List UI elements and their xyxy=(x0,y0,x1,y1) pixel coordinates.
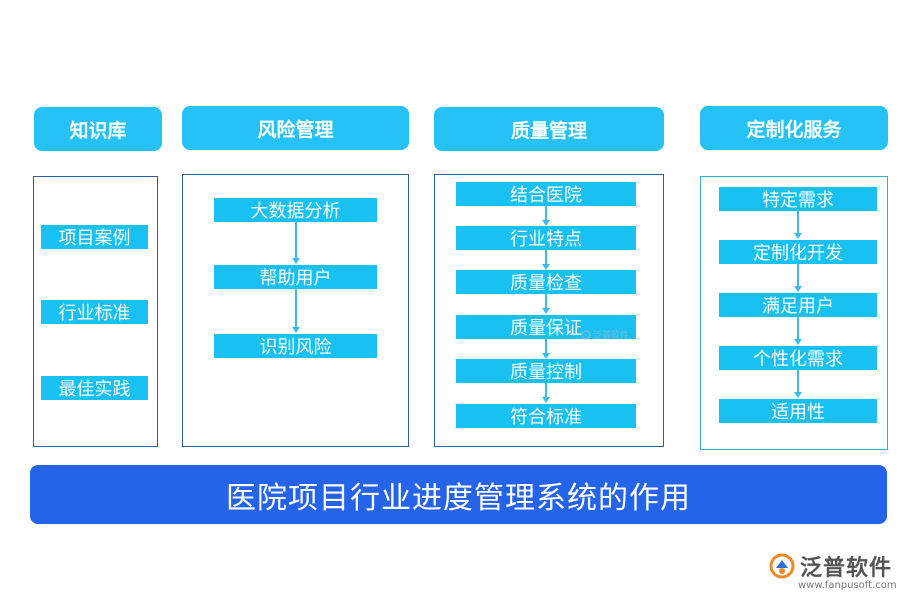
connector xyxy=(545,339,547,354)
step-specific-needs: 特定需求 xyxy=(719,187,877,211)
step-big-data-analysis: 大数据分析 xyxy=(214,198,377,222)
step-personalized-needs: 个性化需求 xyxy=(719,346,877,370)
arrow-icon xyxy=(292,327,300,333)
step-meet-standards: 符合标准 xyxy=(456,404,636,428)
logo-name: 泛普软件 xyxy=(800,556,893,581)
header-knowledge-base: 知识库 xyxy=(34,107,162,151)
arrow-icon xyxy=(542,220,550,226)
fanpu-logo-icon xyxy=(769,553,795,579)
arrow-icon xyxy=(542,397,550,403)
connector xyxy=(545,383,547,398)
step-quality-assurance: 质量保证 xyxy=(456,315,636,339)
arrow-icon xyxy=(794,339,802,345)
arrow-icon xyxy=(794,392,802,398)
connector xyxy=(545,294,547,309)
arrow-icon xyxy=(794,286,802,292)
arrow-icon xyxy=(542,308,550,314)
connector xyxy=(545,250,547,265)
watermark: 泛普软件 xyxy=(581,328,629,341)
arrow-icon xyxy=(794,233,802,239)
header-quality-management: 质量管理 xyxy=(434,107,664,151)
brand-logo: 泛普软件 www.fanpusoft.com xyxy=(768,550,897,591)
step-custom-development: 定制化开发 xyxy=(719,240,877,264)
header-custom-service: 定制化服务 xyxy=(700,106,888,150)
header-risk-management: 风险管理 xyxy=(182,106,409,150)
arrow-icon xyxy=(292,258,300,264)
connector xyxy=(797,317,799,340)
step-applicability: 适用性 xyxy=(719,399,877,423)
connector xyxy=(797,211,799,234)
step-identify-risks: 识别风险 xyxy=(214,334,377,358)
connector xyxy=(545,206,547,221)
watermark-logo-icon xyxy=(581,329,591,340)
arrow-icon xyxy=(542,353,550,359)
step-quality-control: 质量控制 xyxy=(456,359,636,383)
step-industry-standards: 行业标准 xyxy=(41,300,148,324)
connector xyxy=(797,370,799,393)
step-best-practices: 最佳实践 xyxy=(41,376,148,400)
connector xyxy=(295,289,297,328)
step-help-users: 帮助用户 xyxy=(214,265,377,289)
watermark-text: 泛普软件 xyxy=(593,331,630,341)
diagram-title-banner: 医院项目行业进度管理系统的作用 xyxy=(30,465,887,524)
step-project-cases: 项目案例 xyxy=(41,225,148,249)
step-satisfy-users: 满足用户 xyxy=(719,293,877,317)
logo-url: www.fanpusoft.com xyxy=(798,580,897,591)
step-quality-inspection: 质量检查 xyxy=(456,270,636,294)
connector xyxy=(797,264,799,287)
arrow-icon xyxy=(542,264,550,270)
connector xyxy=(295,222,297,259)
step-industry-features: 行业特点 xyxy=(456,226,636,250)
step-combine-hospital: 结合医院 xyxy=(456,182,636,206)
